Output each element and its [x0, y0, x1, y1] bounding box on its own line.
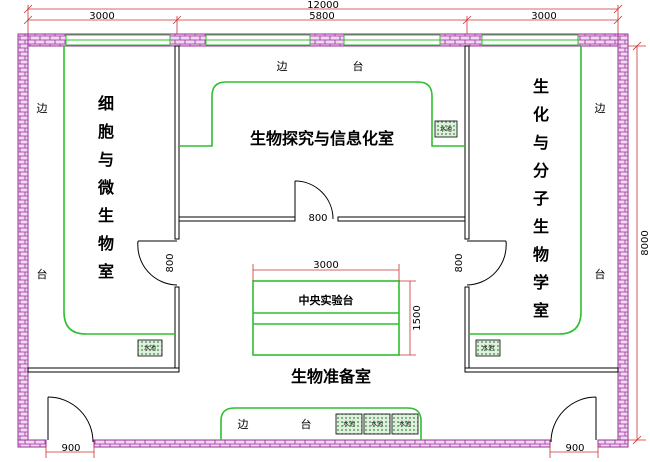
right-bench-label-1: 边 — [595, 102, 606, 115]
sink-top-room — [434, 120, 458, 138]
top-room-door-swing — [294, 180, 334, 220]
sink-bottom-1 — [335, 413, 363, 435]
dim-bench-length: 3000 — [313, 260, 338, 271]
sink-left-room — [137, 339, 163, 357]
edge-benches — [63, 46, 582, 440]
top-room-bottom-wall-right — [337, 216, 466, 222]
right-room-door-swing — [466, 240, 507, 286]
sink-top-room-label: 水池 — [440, 125, 452, 133]
central-bench-dimensions — [252, 264, 416, 356]
right-bench-label-2: 台 — [595, 267, 606, 281]
wall-bottom-middle — [93, 439, 551, 448]
right-room-label: 生 化 与 分 子 生 物 学 室 — [533, 77, 549, 320]
left-room-char: 室 — [98, 262, 114, 281]
left-room-char: 生 — [98, 206, 114, 225]
dim-right-door: 800 — [454, 253, 465, 272]
bottom-edge-bench — [220, 407, 422, 440]
sink-bottom-3 — [391, 413, 419, 435]
left-room-char: 细 — [98, 94, 114, 113]
sink-left-room-label: 水池 — [144, 344, 156, 352]
left-room-door-swing — [137, 240, 178, 286]
wall-left — [17, 33, 29, 447]
sink-bottom-2 — [363, 413, 391, 435]
left-edge-bench — [63, 46, 175, 335]
right-room-char: 生 — [533, 77, 549, 96]
right-room-left-wall — [464, 45, 470, 240]
dim-bottom-left-door: 900 — [61, 443, 80, 454]
dim-overall-width: 12000 — [307, 0, 339, 11]
dim-top-door: 800 — [308, 213, 327, 224]
left-room-char: 物 — [98, 234, 114, 253]
right-dimension — [628, 41, 646, 445]
left-room-char: 与 — [98, 150, 114, 169]
top-edge-bench — [179, 81, 465, 147]
left-bench-label-1: 边 — [37, 102, 48, 115]
right-room-char: 学 — [533, 273, 549, 292]
right-room-left-wall-lower — [464, 286, 470, 373]
bottom-room-label: 生物准备室 — [291, 367, 371, 386]
right-room-bottom-wall — [464, 367, 619, 373]
sink-bottom-1-label: 水池 — [343, 420, 355, 428]
dim-center-width: 5800 — [309, 11, 334, 22]
sink-right-room — [475, 339, 501, 357]
left-bench-label-2: 台 — [37, 267, 48, 281]
bottom-bench-label-2: 台 — [301, 417, 312, 431]
dim-bench-width: 1500 — [412, 305, 423, 330]
sink-bottom-3-label: 水池 — [399, 420, 411, 428]
central-bench-label: 中央实验台 — [299, 293, 354, 307]
top-windows — [65, 34, 579, 46]
right-room-char: 分 — [533, 161, 549, 180]
wall-bottom-left — [17, 439, 47, 448]
top-bench-label-2: 台 — [353, 59, 364, 73]
top-dimensions — [23, 4, 623, 34]
dim-left-door: 800 — [165, 253, 176, 272]
left-room-bottom-wall — [27, 367, 180, 373]
left-room-char: 胞 — [97, 122, 114, 141]
top-bench-label-1: 边 — [277, 60, 288, 73]
doors — [47, 180, 597, 443]
left-room-right-wall — [174, 45, 180, 240]
bottom-left-door-swing — [47, 396, 94, 443]
right-room-char: 化 — [533, 105, 549, 124]
central-bench — [252, 280, 400, 356]
bottom-bench-label-1: 边 — [238, 418, 249, 431]
right-room-char: 与 — [533, 133, 549, 152]
right-edge-bench — [469, 46, 582, 335]
dim-bottom-right-door: 900 — [565, 443, 584, 454]
dim-overall-depth: 8000 — [640, 230, 650, 255]
dim-right-room-width: 3000 — [531, 11, 556, 22]
top-room-bottom-wall-left — [178, 216, 296, 222]
dim-left-room-width: 3000 — [89, 11, 114, 22]
bottom-door-dimensions — [45, 446, 599, 458]
sinks — [137, 120, 501, 435]
top-room-label: 生物探究与信息化室 — [250, 129, 394, 148]
left-room-char: 微 — [97, 178, 115, 197]
right-room-char: 子 — [533, 189, 549, 208]
right-room-char: 物 — [533, 245, 549, 264]
sink-right-room-label: 水池 — [482, 344, 494, 352]
left-room-label: 细 胞 与 微 生 物 室 — [97, 94, 115, 281]
sink-bottom-2-label: 水池 — [371, 420, 383, 428]
interior-walls — [27, 45, 619, 373]
right-room-char: 生 — [533, 217, 549, 236]
wall-right — [617, 33, 629, 447]
bottom-right-door-swing — [550, 396, 597, 443]
left-room-right-wall-lower — [174, 286, 180, 373]
right-room-char: 室 — [533, 301, 549, 320]
wall-bottom-right — [597, 439, 629, 448]
